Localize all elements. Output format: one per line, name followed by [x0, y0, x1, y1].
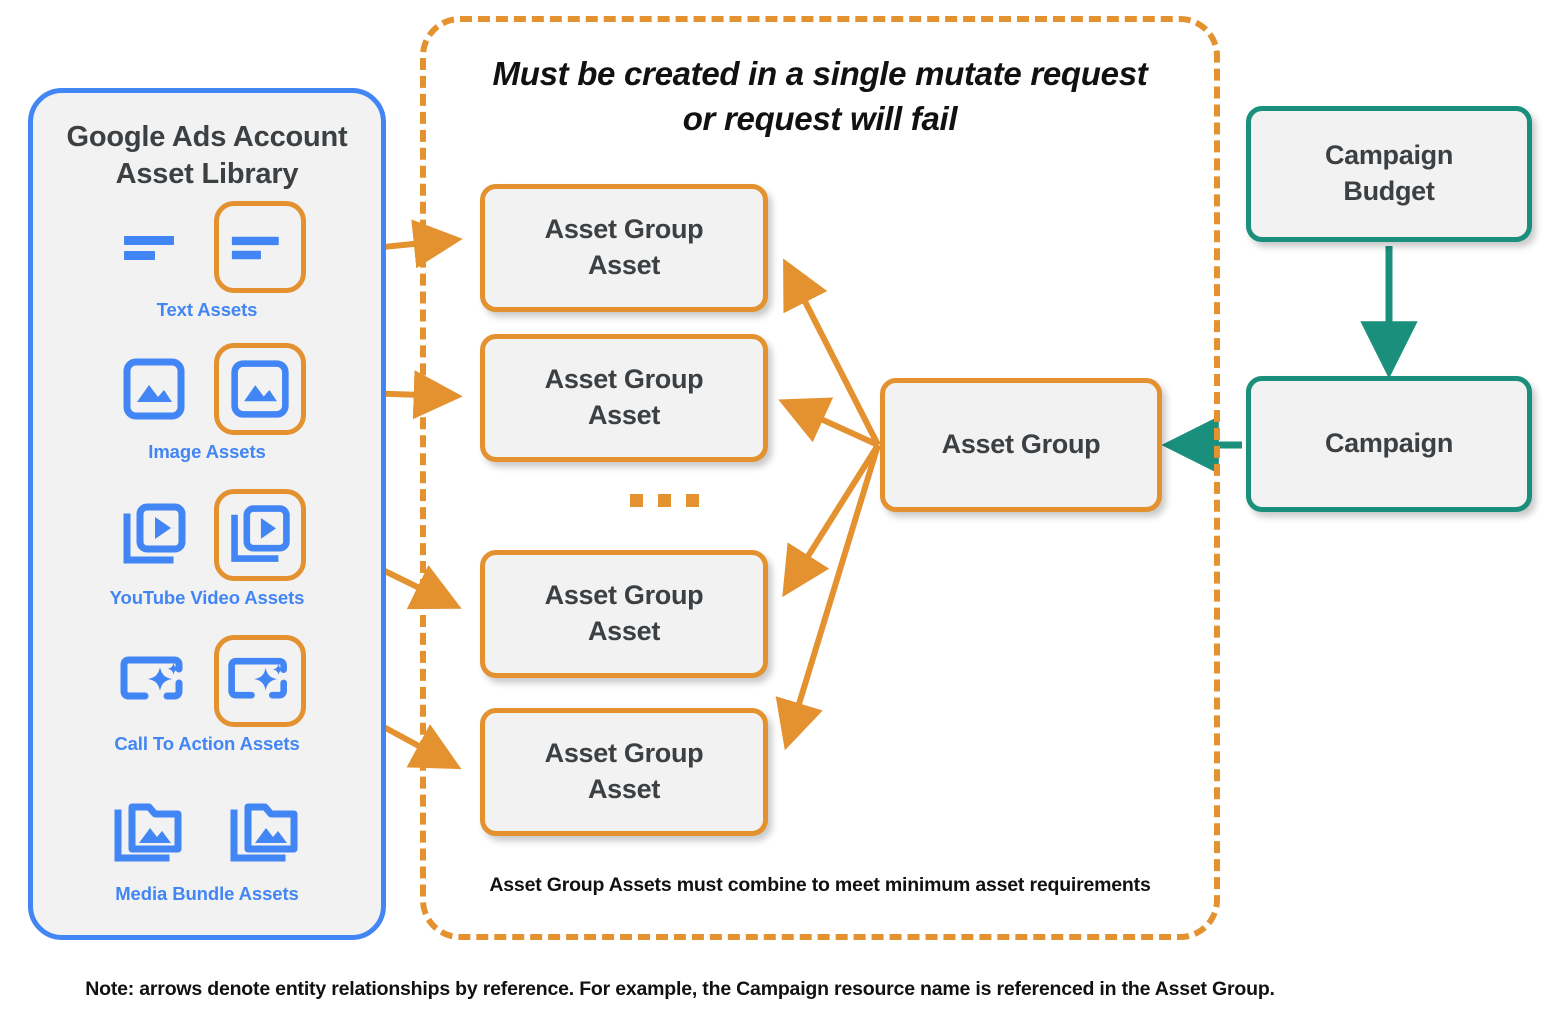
library-row-image-assets: Image Assets [33, 343, 381, 463]
node-campaign-budget[interactable]: Campaign Budget [1246, 106, 1532, 242]
library-row-label: Text Assets [156, 299, 258, 320]
node-label-line2: Asset [587, 774, 661, 804]
media-bundle-folder-icon [103, 785, 195, 877]
image-icon [108, 343, 200, 435]
node-asset-group-asset-4[interactable]: Asset Group Asset [480, 708, 768, 836]
library-row-label: Media Bundle Assets [115, 883, 299, 904]
library-row-label: YouTube Video Assets [109, 587, 305, 608]
video-stack-icon-highlighted[interactable] [214, 489, 306, 581]
library-row-label: Call To Action Assets [114, 733, 300, 754]
library-row-label: Image Assets [148, 441, 266, 462]
library-row-media-bundle-assets: Media Bundle Assets [33, 785, 381, 905]
node-label-line1: Campaign [1324, 140, 1454, 171]
mutate-request-title: Must be created in a single mutate reque… [424, 52, 1216, 141]
mutate-request-container [420, 16, 1220, 940]
text-lines-icon-highlighted[interactable] [214, 201, 306, 293]
ellipsis-indicator [630, 494, 699, 507]
node-label-line2: Budget [1343, 176, 1435, 206]
text-lines-icon [108, 201, 200, 293]
asset-library-panel: Google Ads Account Asset Library [28, 88, 386, 940]
mutate-title-line1: Must be created in a single mutate reque… [492, 55, 1148, 92]
footer-note: Note: arrows denote entity relationships… [85, 978, 1275, 1000]
image-icon-highlighted[interactable] [214, 343, 306, 435]
node-label-line2: Asset [587, 616, 661, 646]
node-label: Campaign [1324, 428, 1454, 459]
node-label-line1: Asset Group [544, 738, 704, 769]
node-asset-group-asset-3[interactable]: Asset Group Asset [480, 550, 768, 678]
node-asset-group-asset-1[interactable]: Asset Group Asset [480, 184, 768, 312]
library-title-line1: Google Ads Account [66, 121, 348, 153]
node-asset-group-asset-2[interactable]: Asset Group Asset [480, 334, 768, 462]
node-label-line2: Asset [587, 250, 661, 280]
node-campaign[interactable]: Campaign [1246, 376, 1532, 512]
mutate-title-line2: or request will fail [682, 99, 958, 137]
call-to-action-sparkle-icon [108, 635, 200, 727]
call-to-action-sparkle-icon-highlighted[interactable] [214, 635, 306, 727]
node-label-line1: Asset Group [544, 364, 704, 395]
node-label-line2: Asset [587, 400, 661, 430]
node-label: Asset Group [941, 429, 1101, 460]
library-title: Google Ads Account Asset Library [33, 119, 381, 192]
node-label-line1: Asset Group [544, 580, 704, 611]
node-asset-group[interactable]: Asset Group [880, 378, 1162, 512]
library-row-text-assets: Text Assets [33, 201, 381, 321]
library-title-line2: Asset Library [115, 157, 299, 190]
video-stack-icon [108, 489, 200, 581]
node-label-line1: Asset Group [544, 214, 704, 245]
mutate-request-footnote: Asset Group Assets must combine to meet … [489, 874, 1151, 896]
library-row-video-assets: YouTube Video Assets [33, 489, 381, 609]
media-bundle-folder-icon-2 [219, 785, 311, 877]
library-row-cta-assets: Call To Action Assets [33, 635, 381, 755]
